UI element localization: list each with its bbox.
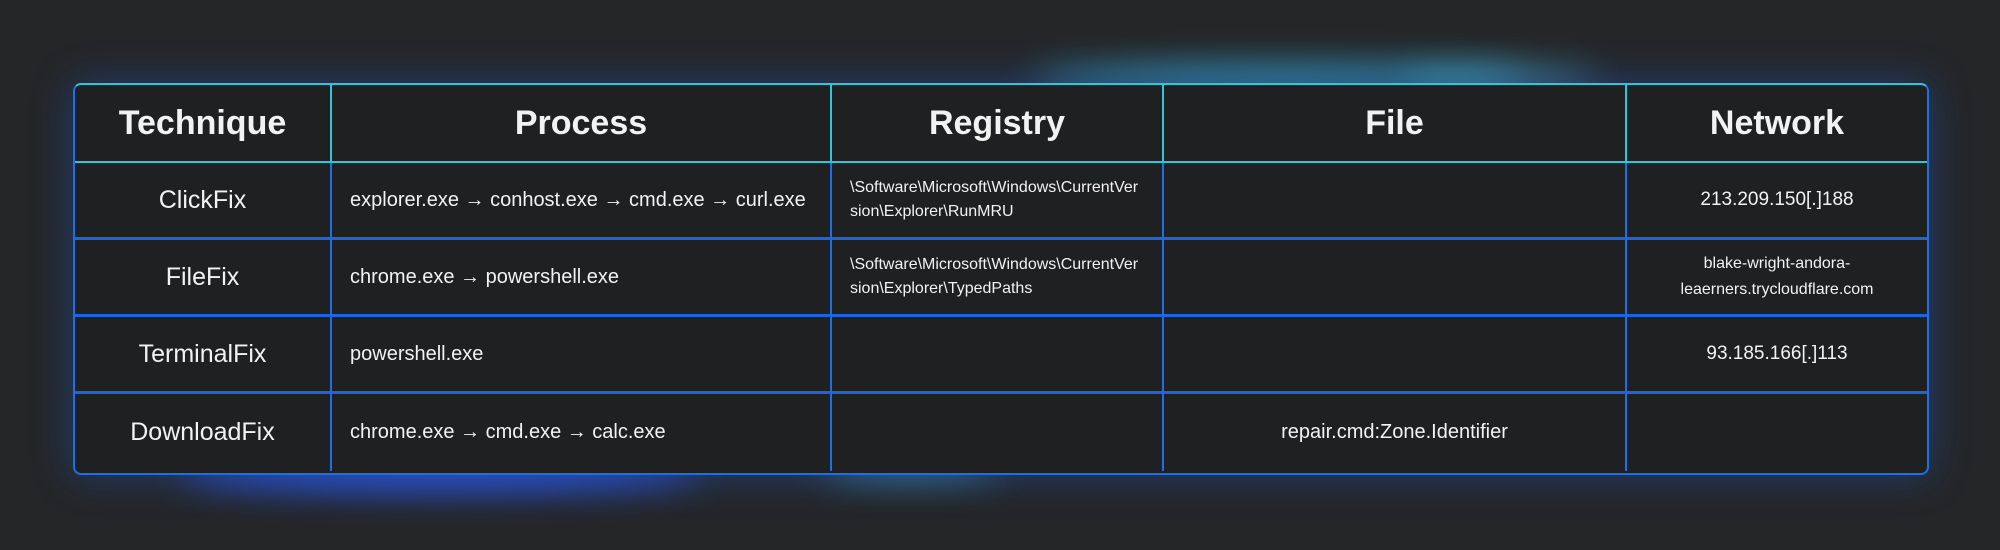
network-cell	[1627, 394, 1927, 471]
technique-cell: FileFix	[75, 240, 332, 317]
file-cell: repair.cmd:Zone.Identifier	[1164, 394, 1627, 471]
registry-cell	[832, 394, 1164, 471]
registry-cell: \Software\Microsoft\Windows\CurrentVersi…	[832, 163, 1164, 240]
file-cell	[1164, 240, 1627, 317]
registry-cell	[832, 317, 1164, 394]
network-cell: 93.185.166[.]113	[1627, 317, 1927, 394]
file-cell	[1164, 163, 1627, 240]
header-technique: Technique	[75, 85, 332, 163]
file-cell	[1164, 317, 1627, 394]
registry-cell: \Software\Microsoft\Windows\CurrentVersi…	[832, 240, 1164, 317]
process-cell: explorer.exe → conhost.exe → cmd.exe → c…	[332, 163, 832, 240]
header-network: Network	[1627, 85, 1927, 163]
header-process: Process	[332, 85, 832, 163]
technique-cell: TerminalFix	[75, 317, 332, 394]
process-cell: chrome.exe → cmd.exe → calc.exe	[332, 394, 832, 471]
network-cell: blake-wright-andora-leaerners.trycloudfl…	[1627, 240, 1927, 317]
process-cell: chrome.exe → powershell.exe	[332, 240, 832, 317]
ioc-table: Technique Process Registry File Network …	[73, 83, 1929, 475]
process-cell: powershell.exe	[332, 317, 832, 394]
header-registry: Registry	[832, 85, 1164, 163]
technique-cell: DownloadFix	[75, 394, 332, 471]
technique-cell: ClickFix	[75, 163, 332, 240]
header-file: File	[1164, 85, 1627, 163]
network-cell: 213.209.150[.]188	[1627, 163, 1927, 240]
